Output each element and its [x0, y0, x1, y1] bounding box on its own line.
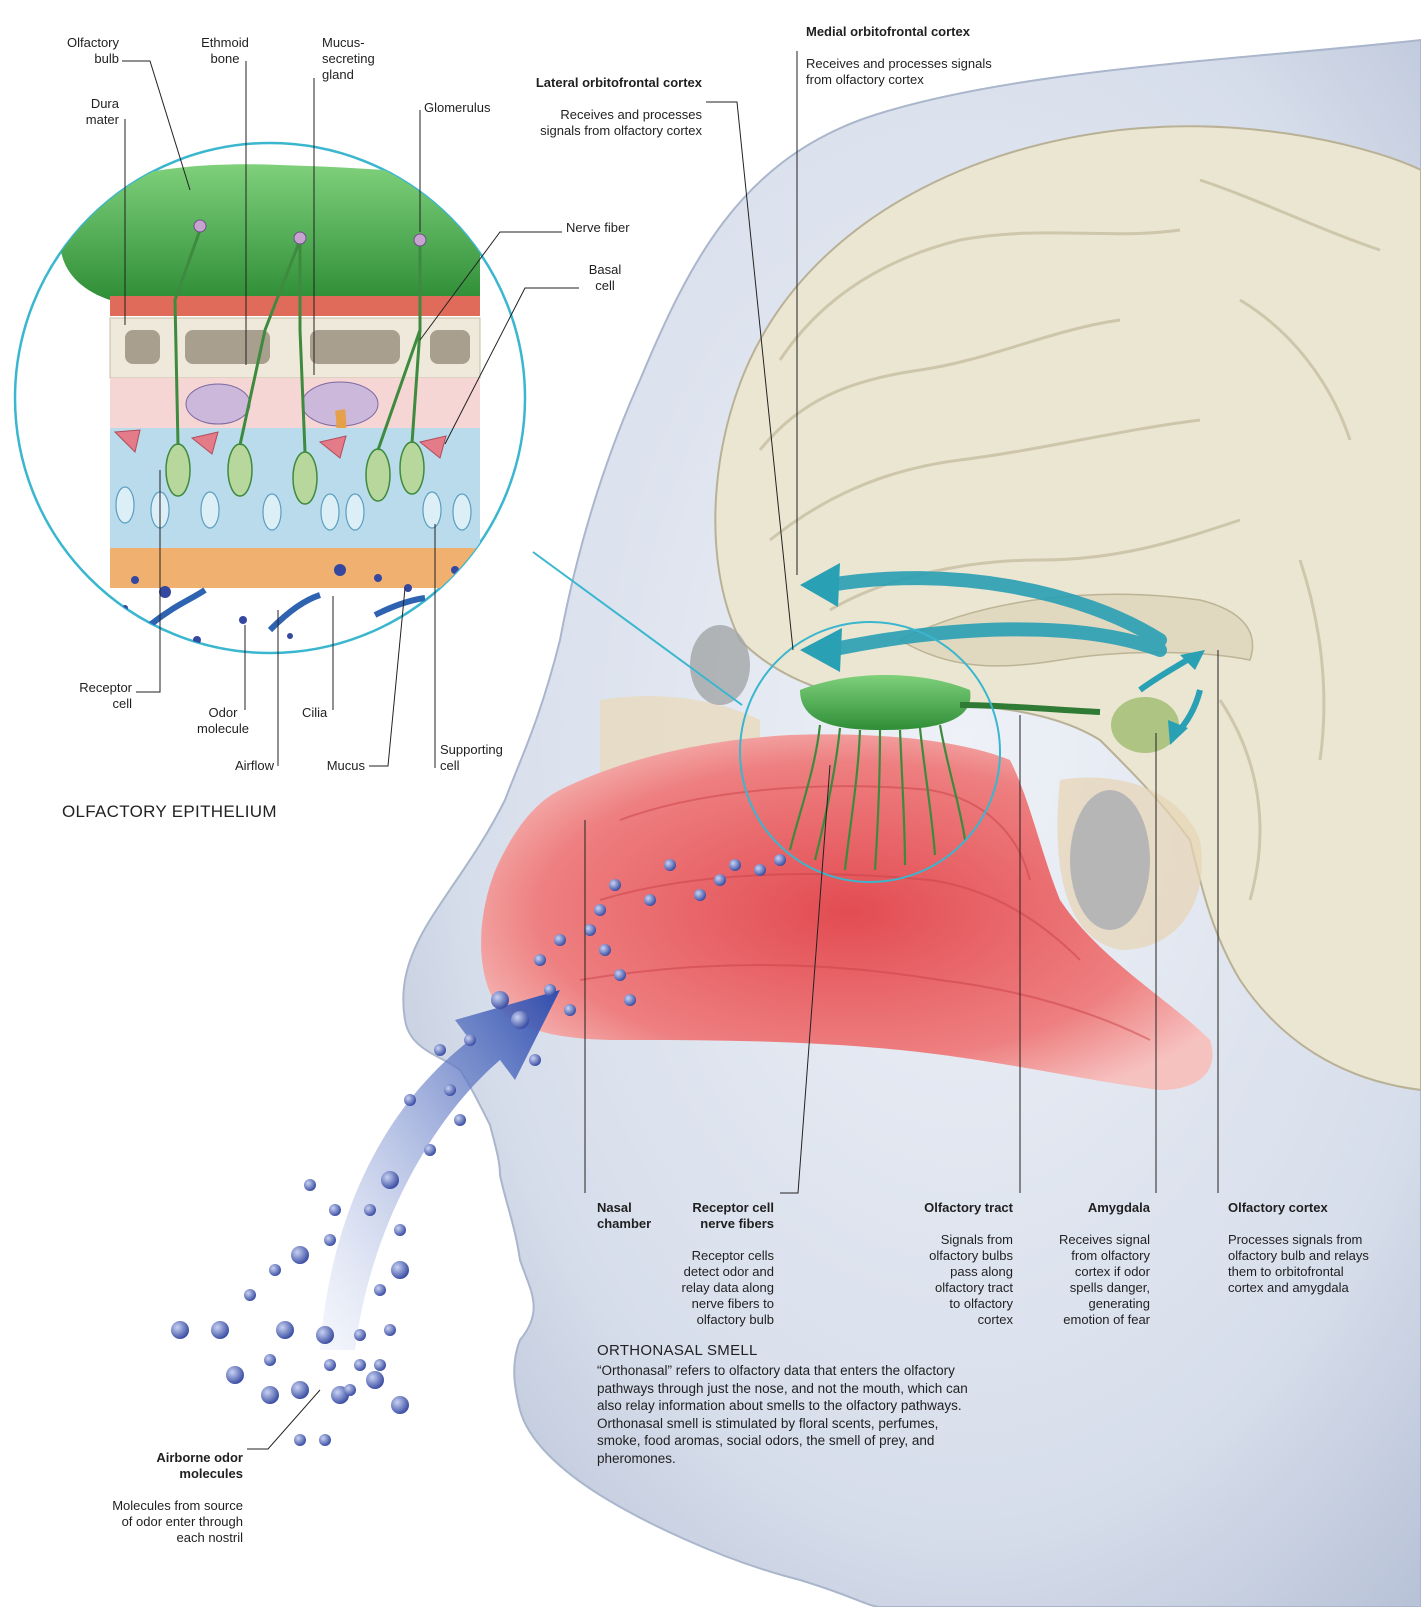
receptor-fibers-desc: Receptor cells detect odor and relay dat…	[681, 1248, 774, 1327]
odor-molecule-dot	[511, 1011, 529, 1029]
odor-molecule-dot	[454, 1114, 466, 1126]
odor-molecule-dot	[664, 859, 676, 871]
odor-molecule-dot	[774, 854, 786, 866]
odor-molecule-dot	[316, 1326, 334, 1344]
receptor-fibers-title: Receptor cell nerve fibers	[650, 1200, 774, 1232]
odor-molecule-dot	[594, 904, 606, 916]
label-olfactory-cortex: Olfactory cortex Processes signals from …	[1228, 1184, 1418, 1296]
odor-molecule-dot	[534, 954, 546, 966]
odor-molecule-dot	[261, 1386, 279, 1404]
odor-molecule-dot	[754, 864, 766, 876]
olfactory-cortex-title: Olfactory cortex	[1228, 1200, 1418, 1216]
odor-molecule-dot	[381, 1171, 399, 1189]
label-supporting-cell: Supporting cell	[440, 742, 530, 774]
odor-molecule-dot	[644, 894, 656, 906]
odor-molecule-dot	[564, 1004, 576, 1016]
odor-molecule-dot	[391, 1261, 409, 1279]
label-amygdala: Amygdala Receives signal from olfactory …	[1030, 1184, 1150, 1328]
label-olfactory-bulb: Olfactory bulb	[40, 35, 119, 67]
odor-molecule-dot	[584, 924, 596, 936]
odor-molecule-dot	[391, 1396, 409, 1414]
odor-molecule-dot	[491, 991, 509, 1009]
odor-molecule-dot	[614, 969, 626, 981]
odor-molecule-dot	[354, 1359, 366, 1371]
medial-ofc-desc: Receives and processes signals from olfa…	[806, 56, 992, 87]
odor-molecule-dot	[384, 1324, 396, 1336]
odor-molecule-dot	[599, 944, 611, 956]
odor-molecule-dot	[329, 1204, 341, 1216]
orthonasal-heading: ORTHONASAL SMELL	[597, 1342, 758, 1359]
odor-molecule-dot	[444, 1084, 456, 1096]
odor-molecule-dot	[344, 1384, 356, 1396]
airborne-title: Airborne odor molecules	[80, 1450, 243, 1482]
amygdala-desc: Receives signal from olfactory cortex if…	[1059, 1232, 1150, 1327]
odor-molecule-dot	[609, 879, 621, 891]
odor-molecule-dot	[424, 1144, 436, 1156]
odor-molecule-dot	[291, 1381, 309, 1399]
label-mucus: Mucus	[300, 758, 365, 774]
epithelium-heading: OLFACTORY EPITHELIUM	[62, 802, 277, 822]
odor-molecule-dot	[374, 1284, 386, 1296]
odor-molecule-dot	[294, 1434, 306, 1446]
label-odor-molecule: Odor molecule	[178, 705, 268, 737]
label-basal-cell: Basal cell	[580, 262, 630, 294]
odor-molecule-dot	[171, 1321, 189, 1339]
odor-molecule-dot	[729, 859, 741, 871]
odor-molecule-dot	[374, 1359, 386, 1371]
odor-molecule-dot	[464, 1034, 476, 1046]
lateral-ofc-desc: Receives and processes signals from olfa…	[540, 107, 702, 138]
label-nerve-fiber: Nerve fiber	[566, 220, 666, 236]
odor-molecule-dot	[276, 1321, 294, 1339]
odor-molecule-dot	[404, 1094, 416, 1106]
odor-molecule-dot	[554, 934, 566, 946]
label-receptor-fibers: Receptor cell nerve fibers Receptor cell…	[650, 1184, 774, 1328]
odor-molecule-dot	[269, 1264, 281, 1276]
label-airflow: Airflow	[210, 758, 274, 774]
odor-molecule-dot	[319, 1434, 331, 1446]
label-dura-mater: Dura mater	[50, 96, 119, 128]
odor-molecule-dot	[624, 994, 636, 1006]
odor-molecule-dot	[354, 1329, 366, 1341]
odor-molecule-dot	[394, 1224, 406, 1236]
odor-molecule-dot	[226, 1366, 244, 1384]
odor-molecule-dot	[291, 1246, 309, 1264]
label-ethmoid-bone: Ethmoid bone	[180, 35, 270, 67]
orthonasal-body: “Orthonasal” refers to olfactory data th…	[597, 1362, 982, 1467]
olfactory-tract-title: Olfactory tract	[880, 1200, 1013, 1216]
label-receptor-cell: Receptor cell	[50, 680, 132, 712]
olfactory-bulb-main	[800, 675, 970, 730]
olfactory-tract-desc: Signals from olfactory bulbs pass along …	[929, 1232, 1013, 1327]
odor-molecule-dot	[324, 1234, 336, 1246]
odor-molecule-dot	[366, 1371, 384, 1389]
odor-molecule-dot	[264, 1354, 276, 1366]
odor-molecule-dot	[364, 1204, 376, 1216]
odor-molecule-dot	[324, 1359, 336, 1371]
label-lateral-ofc: Lateral orbitofrontal cortex Receives an…	[480, 59, 702, 139]
label-mucus-gland: Mucus- secreting gland	[322, 35, 412, 83]
olfactory-cortex-desc: Processes signals from olfactory bulb an…	[1228, 1232, 1369, 1295]
odor-molecule-dot	[244, 1289, 256, 1301]
airborne-desc: Molecules from source of odor enter thro…	[112, 1498, 243, 1545]
odor-molecule-dot	[529, 1054, 541, 1066]
lateral-ofc-title: Lateral orbitofrontal cortex	[480, 75, 702, 91]
odor-molecule-dot	[434, 1044, 446, 1056]
odor-molecule-dot	[694, 889, 706, 901]
odor-molecule-dot	[304, 1179, 316, 1191]
label-cilia: Cilia	[302, 705, 362, 721]
amygdala-title: Amygdala	[1030, 1200, 1150, 1216]
medial-ofc-title: Medial orbitofrontal cortex	[806, 24, 1066, 40]
odor-molecule-dot	[544, 984, 556, 996]
label-olfactory-tract: Olfactory tract Signals from olfactory b…	[880, 1184, 1013, 1328]
odor-molecule-dot	[211, 1321, 229, 1339]
odor-molecule-dot	[714, 874, 726, 886]
label-airborne-molecules: Airborne odor molecules Molecules from s…	[80, 1434, 243, 1546]
label-medial-ofc: Medial orbitofrontal cortex Receives and…	[806, 8, 1066, 88]
